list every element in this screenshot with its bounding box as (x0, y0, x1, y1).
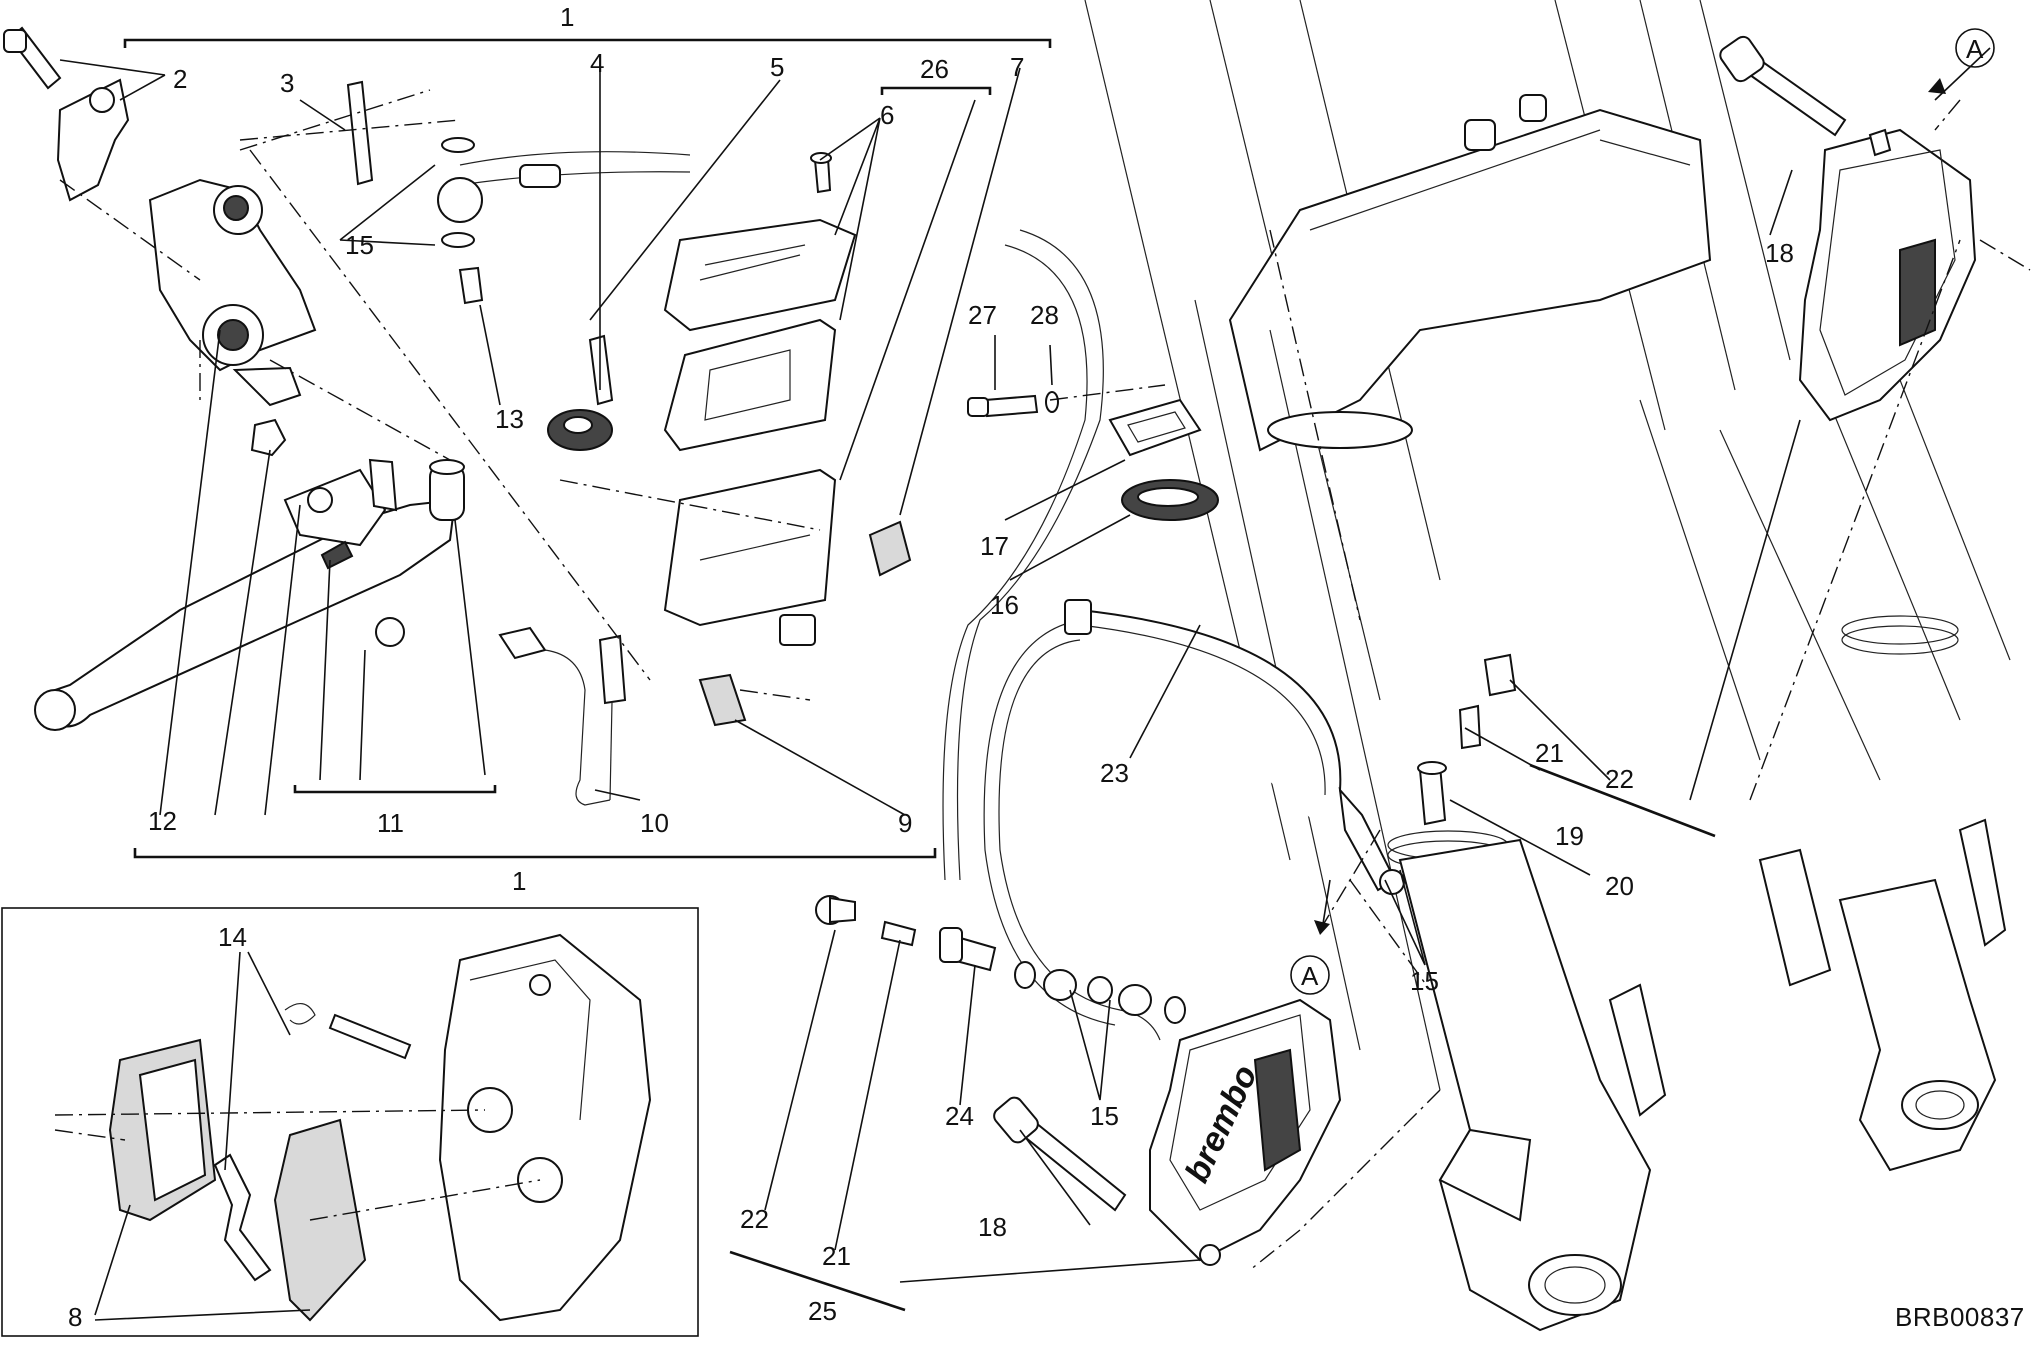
callout-5: 5 (770, 52, 784, 82)
pads-detail-inset (1, 907, 699, 1337)
brake-hose-23 (942, 229, 1391, 1041)
bracket-11 (293, 785, 497, 794)
bleed-valve-group-lower (815, 895, 1186, 1024)
callout-11: 11 (377, 808, 404, 838)
callout-23: 23 (1100, 758, 1129, 788)
callout-numbers: 1 2 3 4 5 26 7 6 15 13 12 11 10 9 1 14 8… (68, 2, 2025, 1332)
callout-6: 6 (880, 100, 894, 130)
front-fork-illustration (1084, 0, 2011, 1332)
callout-2: 2 (173, 64, 187, 94)
callout-25: 25 (808, 1296, 837, 1326)
bracket-25 (729, 1250, 906, 1312)
callout-20: 20 (1605, 871, 1634, 901)
callout-15-c: 15 (1090, 1101, 1119, 1131)
callout-22-a: 22 (1605, 764, 1634, 794)
section-a-circle-top (1955, 28, 1995, 68)
inset-frame (1, 907, 699, 1337)
callout-8: 8 (68, 1302, 82, 1332)
callout-21-b: 21 (822, 1241, 851, 1271)
banjo-fitting-13 (437, 137, 691, 305)
bleed-valve-group-right (1417, 653, 1517, 826)
callout-3: 3 (280, 68, 294, 98)
section-a-label-bottom: A (1301, 961, 1319, 991)
callout-12: 12 (148, 806, 177, 836)
callout-27: 27 (968, 300, 997, 330)
callout-17: 17 (980, 531, 1009, 561)
bracket-1-top (123, 38, 1052, 48)
front-caliper-left: brembo (993, 998, 1342, 1266)
callout-13: 13 (495, 404, 524, 434)
callout-1-top: 1 (560, 2, 574, 32)
brake-light-switch-10 (498, 626, 627, 806)
assembly-lines (54, 89, 2031, 1271)
section-a-label-top: A (1966, 34, 1984, 64)
bracket-19 (1529, 763, 1716, 838)
callout-22-b: 22 (740, 1204, 769, 1234)
section-a-circle-bottom (1290, 955, 1330, 995)
bolt-27-washer-28 (967, 391, 1059, 418)
arrow-down-icon (1314, 920, 1330, 935)
callout-21-a: 21 (1535, 738, 1564, 768)
callout-26: 26 (920, 54, 949, 84)
brake-fluid-reservoir (547, 152, 912, 727)
arrow-up-icon (1928, 78, 1946, 94)
callout-15-b: 15 (1410, 966, 1439, 996)
front-caliper-right (1719, 35, 1977, 422)
diagram-code: BRB00837 (1895, 1302, 2025, 1332)
callout-18-b: 18 (978, 1212, 1007, 1242)
callout-19: 19 (1555, 821, 1584, 851)
callout-7: 7 (1010, 52, 1024, 82)
callout-18-a: 18 (1765, 238, 1794, 268)
callout-9: 9 (898, 808, 912, 838)
callout-15-a: 15 (345, 230, 374, 260)
callout-24: 24 (945, 1101, 974, 1131)
callout-4: 4 (590, 48, 604, 78)
callout-14: 14 (218, 922, 247, 952)
master-cylinder-assembly (3, 26, 465, 731)
leader-lines (59, 38, 1991, 1321)
callout-1-bottom: 1 (512, 866, 526, 896)
bracket-1-bottom (133, 848, 937, 859)
hose-guide-17-grommet-16 (1108, 398, 1219, 521)
callout-28: 28 (1030, 300, 1059, 330)
hose-banjo-end (1338, 786, 1405, 895)
bracket-26 (880, 86, 992, 95)
callout-10: 10 (640, 808, 669, 838)
section-a-markers: A A (1290, 28, 1995, 995)
callout-16: 16 (990, 590, 1019, 620)
